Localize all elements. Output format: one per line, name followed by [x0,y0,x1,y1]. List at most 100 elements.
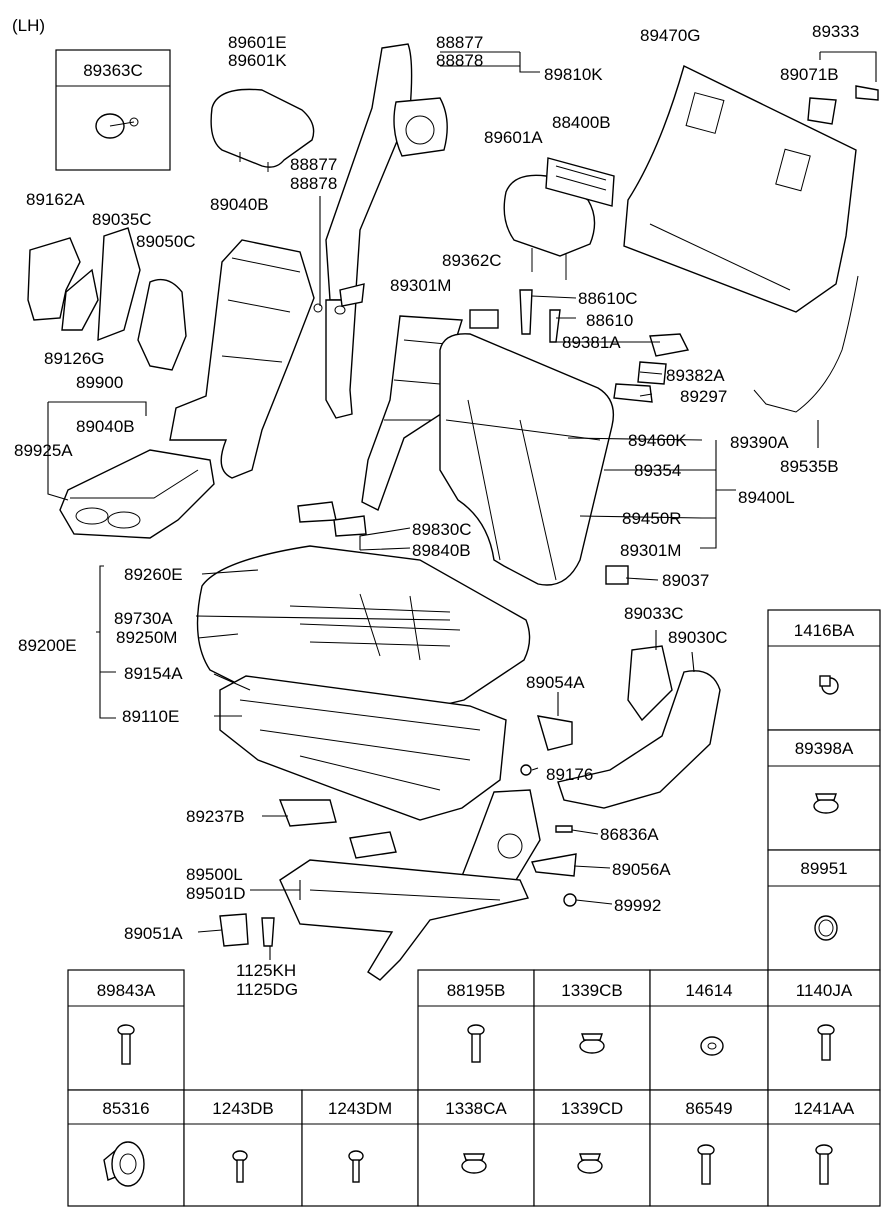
bolt-icon [697,1144,715,1185]
legend-code: 88195B [447,981,506,1000]
legend-box-89843A: 89843A [67,969,185,1091]
legend-code: 1339CB [561,981,622,1000]
bolt-icon [467,1024,485,1063]
callout: 89037 [662,571,709,590]
callout: 89162A [26,190,85,209]
callout: 89051A [124,924,183,943]
callout: 89362C [442,251,502,270]
callout: 88878 [436,51,483,70]
legend-code: 1241AA [794,1099,855,1118]
legend-box-14614: 14614 [649,969,769,1091]
callout: 86836A [600,825,659,844]
legend-box-1243DB: 1243DB [183,1089,303,1207]
callout: 88877 [290,155,337,174]
legend-code: 89363C [83,61,143,80]
flange-nut-icon [577,1153,603,1174]
leader-lines [47,51,877,960]
legend-code: 1338CA [445,1099,507,1118]
legend-code: 86549 [685,1099,732,1118]
callout: 89381A [562,333,621,352]
legend-code: 89951 [800,859,847,878]
legend-box-1339CD: 1339CD [533,1089,651,1207]
callout: 89033C [624,604,684,623]
screw-icon [232,1150,248,1183]
washer-icon [700,1036,724,1056]
callout: 89450R [622,509,682,528]
callout: 1125KH [236,961,296,980]
legend-code: 85316 [102,1099,149,1118]
legend-box-1339CB: 1339CB [533,969,651,1091]
callout: 89354 [634,461,681,480]
legend-code: 14614 [685,981,732,1000]
callout: 89501D [186,884,246,903]
callout: 89040B [210,195,269,214]
legend-box-1338CA: 1338CA [417,1089,535,1207]
callout: 89400L [738,488,795,507]
parts-drawing [27,43,879,981]
callout: 89110E [122,707,179,726]
legend-box-1243DM: 1243DM [301,1089,419,1207]
legend-code: 1140JA [796,981,853,1000]
callout: 89992 [614,896,661,915]
callout: 89200E [18,636,77,655]
bolt-icon [117,1024,135,1065]
callout: 89925A [14,441,73,460]
callout: 89260E [124,565,183,584]
ring-icon [814,915,838,941]
callout: 88400B [552,113,611,132]
legend-box-86549: 86549 [649,1089,769,1207]
callout: 89601E [228,33,287,52]
legend-code: 89843A [97,981,156,1000]
fir-tree-clip-icon [103,1141,145,1187]
callout: 1125DG [236,980,298,999]
callout: 89730A [114,609,173,628]
callout: 89900 [76,373,123,392]
callout: 89297 [680,387,727,406]
callout: 89056A [612,860,671,879]
legend-code: 1243DB [212,1099,273,1118]
flange-nut-icon [579,1033,605,1054]
bolt-icon [817,1024,835,1061]
callout: 88610 [586,311,633,330]
callout: 89333 [812,22,859,41]
callout-labels: (LH) 89601E 89601K 88877 88878 89810K 89… [12,16,859,999]
legend-code: 1243DM [328,1099,392,1118]
callout: 89035C [92,210,152,229]
callout: 89601K [228,51,287,70]
screw-icon [348,1150,364,1183]
legend-box-85316: 85316 [67,1089,185,1207]
callout: 89810K [544,65,603,84]
callout: 89050C [136,232,196,251]
grommet-icon [819,675,839,695]
callout: 89830C [412,520,472,539]
legend-box-1241AA: 1241AA [767,1089,881,1207]
callout: 89071B [780,65,839,84]
bolt-icon [815,1144,833,1185]
callout: 89601A [484,128,543,147]
callout: 89054A [526,673,585,692]
callout: 89237B [186,807,245,826]
callout: 89126G [44,349,105,368]
callout: 89154A [124,664,183,683]
callout: 88877 [436,33,483,52]
callout: 88878 [290,174,337,193]
legend-box-89398A: 89398A [767,729,881,851]
legend-box-1416BA: 1416BA [767,609,881,731]
callout: 89040B [76,417,135,436]
callout: 89390A [730,433,789,452]
callout: 89535B [780,457,839,476]
legend-code: 1339CD [561,1099,623,1118]
variant-label: (LH) [12,16,45,35]
callout: 89382A [666,366,725,385]
callout: 89840B [412,541,471,560]
legend-boxes: 89363C 1416BA 89398A [55,49,881,1207]
legend-box-89951: 89951 [767,849,881,971]
callout: 89176 [546,765,593,784]
legend-code: 1416BA [794,621,855,640]
callout: 89301M [620,541,681,560]
callout: 88610C [578,289,638,308]
legend-box-1140JA: 1140JA [767,969,881,1091]
callout: 89301M [390,276,451,295]
